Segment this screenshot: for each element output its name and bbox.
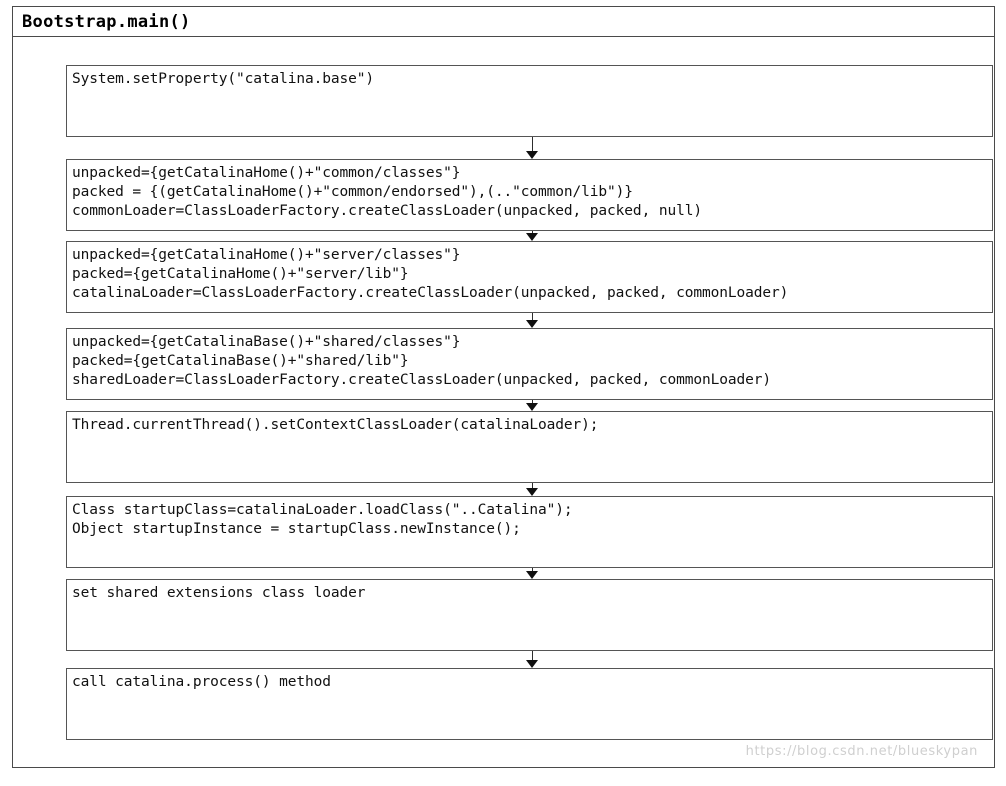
arrow-stem — [532, 483, 533, 489]
node-text-line: unpacked={getCatalinaBase()+"shared/clas… — [72, 334, 461, 350]
flowchart-node-set-catalina-base: System.setProperty("catalina.base") — [66, 65, 993, 137]
flowchart-node-set-shared-extensions-class-loader: set shared extensions class loader — [66, 579, 993, 651]
diagram-outer-frame: Bootstrap.main() System.setProperty("cat… — [12, 6, 995, 768]
flowchart-node-load-startup-class: Class startupClass=catalinaLoader.loadCl… — [66, 496, 993, 568]
arrow-connector-6-to-7 — [526, 568, 539, 579]
arrow-head-icon — [526, 320, 538, 328]
arrow-connector-2-to-3 — [526, 231, 539, 241]
arrow-connector-4-to-5 — [526, 400, 539, 411]
flowchart-node-common-loader: unpacked={getCatalinaHome()+"common/clas… — [66, 159, 993, 231]
arrow-stem — [532, 651, 533, 661]
arrow-head-icon — [526, 233, 538, 241]
node-text-line: Class startupClass=catalinaLoader.loadCl… — [72, 502, 573, 518]
arrow-stem — [532, 313, 533, 321]
arrow-head-icon — [526, 488, 538, 496]
page-title: Bootstrap.main() — [22, 11, 191, 32]
arrow-stem — [532, 568, 533, 572]
arrow-connector-7-to-8 — [526, 651, 539, 668]
node-text-line: commonLoader=ClassLoaderFactory.createCl… — [72, 203, 702, 219]
arrow-connector-5-to-6 — [526, 483, 539, 496]
arrow-head-icon — [526, 403, 538, 411]
arrow-head-icon — [526, 151, 538, 159]
node-text-line: System.setProperty("catalina.base") — [72, 71, 375, 87]
node-text-line: set shared extensions class loader — [72, 585, 366, 601]
arrow-head-icon — [526, 571, 538, 579]
node-text-line: catalinaLoader=ClassLoaderFactory.create… — [72, 285, 789, 301]
node-text-line: call catalina.process() method — [72, 674, 331, 690]
arrow-connector-3-to-4 — [526, 313, 539, 328]
arrow-stem — [532, 400, 533, 404]
flowchart-node-call-catalina-process: call catalina.process() method — [66, 668, 993, 740]
node-text-line: Object startupInstance = startupClass.ne… — [72, 521, 521, 537]
node-text-line: unpacked={getCatalinaHome()+"common/clas… — [72, 165, 461, 181]
arrow-connector-1-to-2 — [526, 137, 539, 159]
arrow-head-icon — [526, 660, 538, 668]
node-text-line: packed={getCatalinaHome()+"server/lib"} — [72, 266, 409, 282]
flowchart-node-set-context-class-loader: Thread.currentThread().setContextClassLo… — [66, 411, 993, 483]
flowchart-node-shared-loader: unpacked={getCatalinaBase()+"shared/clas… — [66, 328, 993, 400]
node-text-line: packed={getCatalinaBase()+"shared/lib"} — [72, 353, 409, 369]
watermark-text: https://blog.csdn.net/blueskypan — [745, 744, 978, 759]
diagram-title-bar: Bootstrap.main() — [13, 7, 994, 37]
arrow-stem — [532, 231, 533, 234]
node-text-line: packed = {(getCatalinaHome()+"common/end… — [72, 184, 633, 200]
node-text-line: sharedLoader=ClassLoaderFactory.createCl… — [72, 372, 772, 388]
node-text-line: unpacked={getCatalinaHome()+"server/clas… — [72, 247, 461, 263]
node-text-line: Thread.currentThread().setContextClassLo… — [72, 417, 599, 433]
flowchart-node-catalina-loader: unpacked={getCatalinaHome()+"server/clas… — [66, 241, 993, 313]
arrow-stem — [532, 137, 533, 152]
